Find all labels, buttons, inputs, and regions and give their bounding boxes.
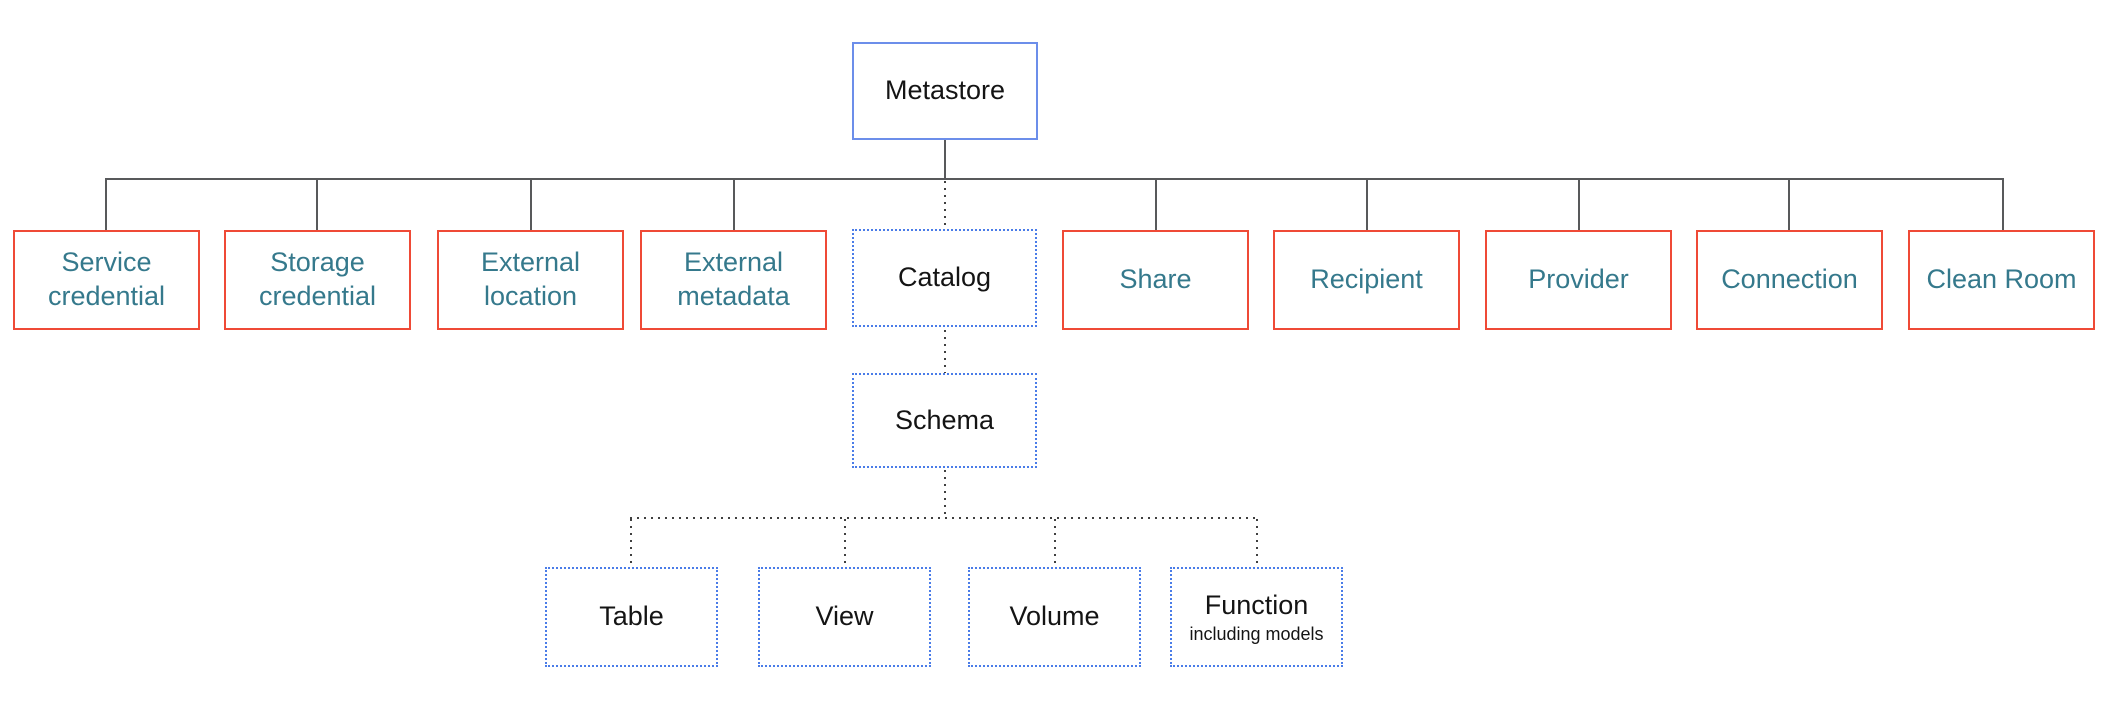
connector-stub-external-metadata [733, 179, 735, 230]
node-table-label: Table [599, 601, 664, 632]
node-storage-credential: Storage credential [224, 230, 411, 330]
node-external-location-label: External location [480, 247, 581, 311]
node-service-credential: Service credential [13, 230, 200, 330]
node-provider-label: Provider [1528, 264, 1629, 295]
connector-metastore-to-bus [944, 140, 946, 179]
node-provider: Provider [1485, 230, 1672, 330]
connector-stub-storage-credential [316, 179, 318, 230]
node-external-location: External location [437, 230, 624, 330]
node-volume: Volume [968, 567, 1141, 667]
node-service-credential-label: Service credential [47, 247, 166, 311]
connector-schema-to-bus [944, 470, 946, 517]
connector-stub-service-credential [105, 179, 107, 230]
connector-stub-clean-room [2002, 179, 2004, 230]
node-metastore-label: Metastore [884, 75, 1006, 106]
connector-stub-function [1256, 519, 1258, 567]
node-external-metadata-label: External metadata [677, 247, 790, 311]
node-recipient-label: Recipient [1310, 264, 1423, 295]
node-catalog-label: Catalog [897, 262, 992, 293]
node-share-label: Share [1119, 264, 1192, 295]
node-table: Table [545, 567, 718, 667]
node-volume-label: Volume [1009, 601, 1100, 632]
connector-stub-external-location [530, 179, 532, 230]
connector-bus-level3 [630, 517, 1258, 519]
node-external-metadata: External metadata [640, 230, 827, 330]
connector-stub-provider [1578, 179, 1580, 230]
node-storage-credential-label: Storage credential [258, 247, 377, 311]
node-function-label: Function [1204, 590, 1309, 621]
node-view: View [758, 567, 931, 667]
connector-bus-level1 [105, 178, 2004, 180]
node-share: Share [1062, 230, 1249, 330]
node-metastore: Metastore [852, 42, 1038, 140]
connector-stub-table [630, 519, 632, 567]
connector-stub-catalog [944, 181, 946, 229]
connector-stub-view [844, 519, 846, 567]
node-function: Function including models [1170, 567, 1343, 667]
node-recipient: Recipient [1273, 230, 1460, 330]
node-connection-label: Connection [1721, 264, 1858, 295]
connector-stub-connection [1788, 179, 1790, 230]
node-catalog: Catalog [852, 229, 1037, 327]
connector-catalog-to-schema [944, 330, 946, 373]
node-connection: Connection [1696, 230, 1883, 330]
connector-stub-recipient [1366, 179, 1368, 230]
node-schema-label: Schema [894, 404, 995, 435]
node-clean-room-label: Clean Room [1926, 264, 2077, 295]
node-clean-room: Clean Room [1908, 230, 2095, 330]
node-schema: Schema [852, 373, 1037, 468]
node-view-label: View [815, 601, 874, 632]
connector-stub-volume [1054, 519, 1056, 567]
node-function-sublabel: including models [1189, 623, 1324, 644]
connector-stub-share [1155, 179, 1157, 230]
